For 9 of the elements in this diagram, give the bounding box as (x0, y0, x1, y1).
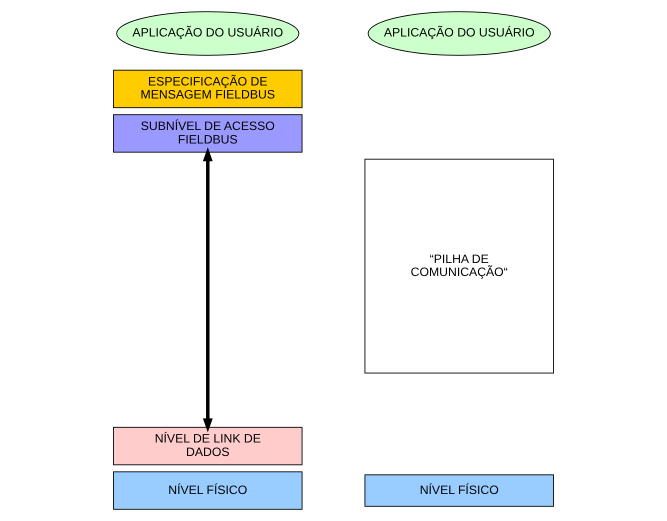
node-box: “PILHA DE COMUNICAÇÃO“ (364, 158, 554, 374)
node-ellipse: APLICAÇÃO DO USUÁRIO (368, 11, 551, 56)
node-box: NÍVEL FÍSICO (113, 471, 302, 510)
node-box: ESPECIFICAÇÃO DE MENSAGEM FIELDBUS (113, 70, 302, 108)
node-box: NÍVEL DE LINK DE DADOS (113, 426, 302, 466)
arrow (202, 147, 213, 432)
node-box: NÍVEL FÍSICO (364, 474, 554, 507)
node-ellipse: APLICAÇÃO DO USUÁRIO (116, 11, 300, 56)
node-box: SUBNÍVEL DE ACESSO FIELDBUS (113, 114, 302, 153)
